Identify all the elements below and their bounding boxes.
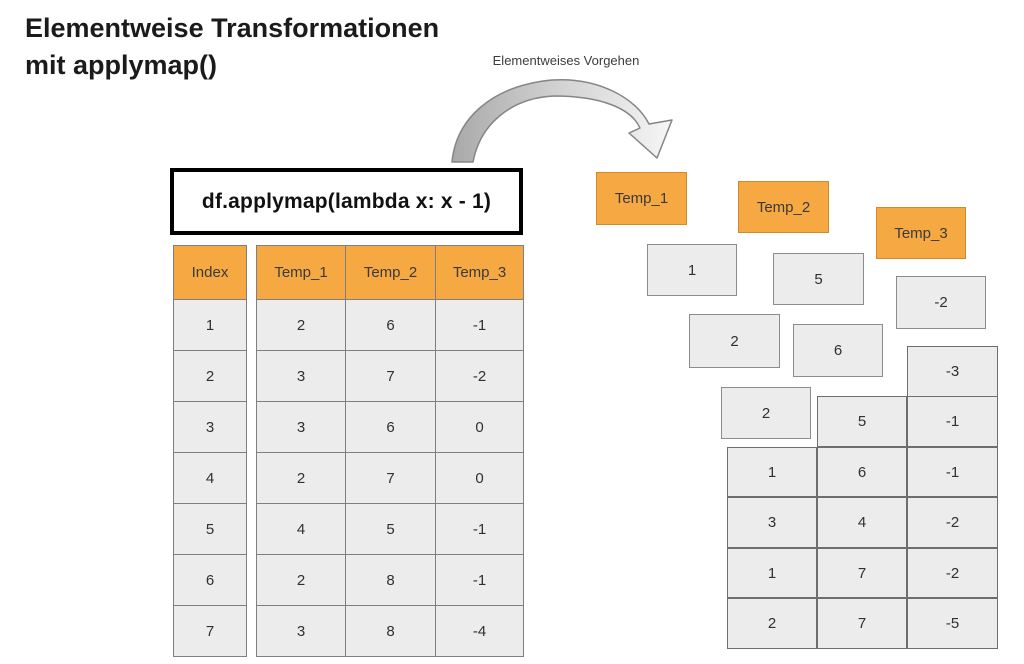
result-cell: 1: [727, 447, 817, 497]
index-row: 3: [173, 401, 247, 453]
source-cell: 6: [345, 299, 436, 351]
source-cell: 7: [345, 350, 436, 402]
result-cell: 7: [817, 598, 907, 649]
source-cell: 3: [256, 605, 346, 657]
result-cell: 3: [727, 497, 817, 548]
source-cell: 8: [345, 605, 436, 657]
index-row: 1: [173, 299, 247, 351]
source-cell: 2: [256, 554, 346, 606]
source-cell: -1: [435, 503, 524, 555]
source-cell: -4: [435, 605, 524, 657]
falling-cell: -2: [896, 276, 986, 329]
index-cell: 6: [173, 554, 247, 606]
index-cell: 7: [173, 605, 247, 657]
page-title-line1: Elementweise Transformationen: [25, 13, 440, 43]
index-cell: 1: [173, 299, 247, 351]
result-cell: 2: [727, 598, 817, 649]
source-header-cell: Temp_2: [345, 245, 436, 300]
source-cell: 2: [256, 299, 346, 351]
index-row: 5: [173, 503, 247, 555]
falling-cell: 2: [721, 387, 811, 439]
result-header-temp_2: Temp_2: [738, 181, 829, 233]
page-title-line2: mit applymap(): [25, 50, 218, 80]
index-row: 4: [173, 452, 247, 504]
index-cell: 3: [173, 401, 247, 453]
code-box: df.applymap(lambda x: x - 1): [170, 168, 523, 235]
falling-cell: 1: [647, 244, 737, 296]
result-cell: -3: [907, 346, 998, 397]
result-cell: 4: [817, 497, 907, 548]
source-header-cell: Temp_3: [435, 245, 524, 300]
source-cell: -2: [435, 350, 524, 402]
index-header-row: Index: [173, 245, 247, 300]
result-cell: -2: [907, 497, 998, 548]
source-cell: 4: [256, 503, 346, 555]
source-cell: 6: [345, 401, 436, 453]
result-cell: -5: [907, 598, 998, 649]
index-cell: 2: [173, 350, 247, 402]
source-cell: 3: [256, 401, 346, 453]
index-header-cell: Index: [173, 245, 247, 300]
source-cell: 5: [345, 503, 436, 555]
page-title: Elementweise Transformationen mit applyma…: [25, 10, 439, 84]
source-cell: 3: [256, 350, 346, 402]
result-header-temp_1: Temp_1: [596, 172, 687, 225]
source-header-cell: Temp_1: [256, 245, 346, 300]
index-cell: 5: [173, 503, 247, 555]
source-cell: 0: [435, 452, 524, 504]
falling-cell: 6: [793, 324, 883, 377]
code-text: df.applymap(lambda x: x - 1): [201, 189, 492, 213]
curved-arrow-icon: [451, 79, 673, 163]
falling-cell: 2: [689, 314, 780, 368]
source-cell: 0: [435, 401, 524, 453]
result-cell: -1: [907, 447, 998, 497]
source-cell: -1: [435, 299, 524, 351]
result-cell: -2: [907, 548, 998, 598]
index-row: 7: [173, 605, 247, 657]
index-cell: 4: [173, 452, 247, 504]
source-cell: 2: [256, 452, 346, 504]
index-row: 6: [173, 554, 247, 606]
source-cell: -1: [435, 554, 524, 606]
source-cell: 8: [345, 554, 436, 606]
result-header-temp_3: Temp_3: [876, 207, 966, 259]
result-cell: 1: [727, 548, 817, 598]
result-cell: 7: [817, 548, 907, 598]
result-cell: -1: [907, 396, 998, 447]
arrow-caption: Elementweises Vorgehen: [492, 53, 640, 68]
result-cell: 5: [817, 396, 907, 447]
source-cell: 7: [345, 452, 436, 504]
falling-cell: 5: [773, 253, 864, 305]
index-row: 2: [173, 350, 247, 402]
result-cell: 6: [817, 447, 907, 497]
